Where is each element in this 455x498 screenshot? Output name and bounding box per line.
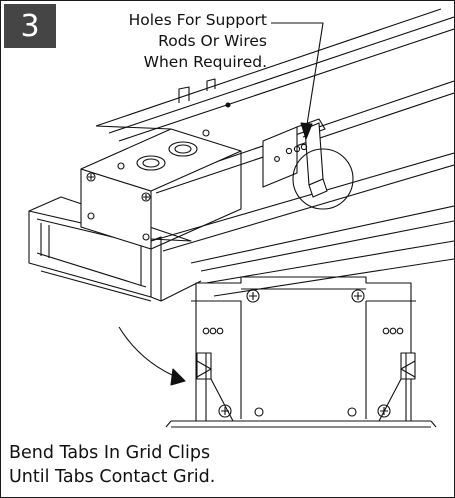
detail-arrow [118,326,186,386]
step-number: 3 [20,8,40,44]
instruction-caption: Bend Tabs In Grid Clips Until Tabs Conta… [9,441,215,489]
clip-detail [165,276,437,428]
callout-line: Holes For Support [128,11,267,29]
support-holes-callout: Holes For Support Rods Or Wires When Req… [97,10,267,73]
callout-line: Rods Or Wires [158,32,267,50]
grid-clip [262,118,354,210]
callout-leader [271,22,324,140]
caption-line: Bend Tabs In Grid Clips [9,443,211,463]
callout-line: When Required. [143,53,267,71]
step-number-badge: 3 [4,4,56,48]
fixture-housing [28,8,454,302]
caption-line: Until Tabs Contact Grid. [9,467,216,487]
